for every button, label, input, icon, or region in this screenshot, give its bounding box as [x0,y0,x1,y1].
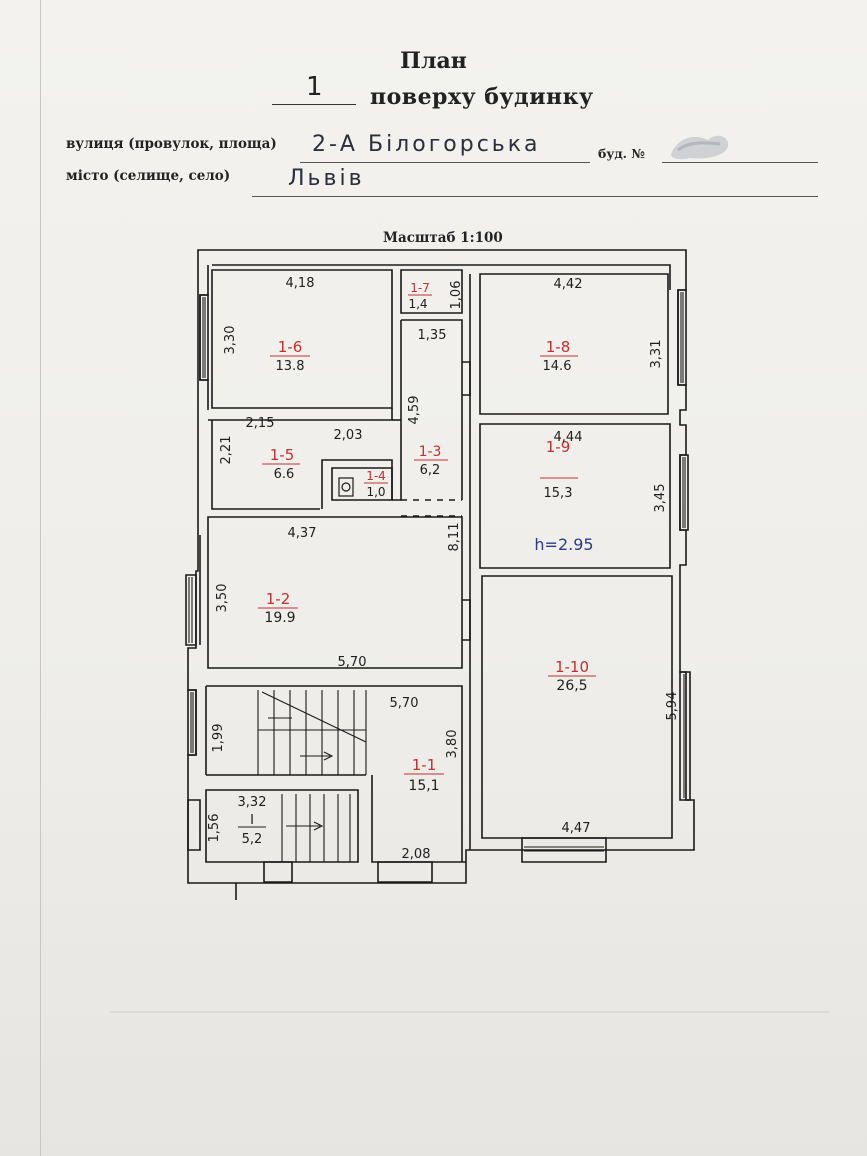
street-value: 2-А Білогорська [312,132,541,157]
redaction-mark [671,135,729,160]
dimension-labels: 4,18 3,30 1,06 1,35 4,42 3,31 4,59 2,15 … [207,276,680,862]
ceiling-height-note: h=2.95 [534,535,593,554]
floor-caption: поверху будинку [370,84,594,110]
floor-blank-line [272,104,356,105]
room-id-1-5: 1-5 [270,446,295,464]
room-id-1-4: 1-4 [366,469,386,483]
dim-label: 5,70 [338,655,367,670]
dim-label: 2,03 [334,428,363,443]
room-id-1-2: 1-2 [266,590,291,608]
dim-label: 1,35 [418,328,447,343]
scale-caption: Масштаб 1:100 [383,230,503,246]
room-area-I: 5,2 [242,832,263,847]
room-area-1-8: 14.6 [543,359,572,374]
dim-label: 4,37 [288,526,317,541]
room-area-1-3: 6,2 [420,463,441,478]
page-title: План [400,48,467,74]
binding-spine [40,0,41,1156]
room-id-1-3: 1-3 [419,444,442,460]
window-glazing [188,292,687,852]
room-id-1-7: 1-7 [410,281,430,295]
dim-label: 4,47 [562,821,591,836]
room-id-1-1: 1-1 [412,756,437,774]
dim-label: 4,59 [407,396,422,425]
room-area-1-1: 15,1 [408,778,439,794]
dim-label: 3,30 [223,326,238,355]
dim-label: 4,18 [286,276,315,291]
room-area-1-9: 15,3 [544,486,573,501]
dim-label: 3,50 [215,584,230,613]
room-area-1-2: 19.9 [264,610,295,626]
room-area-1-10: 26,5 [556,678,587,694]
room-area-1-5: 6.6 [274,467,295,482]
dim-label: 3,32 [238,795,267,810]
dim-label: 4,44 [554,430,583,445]
staircase [257,690,367,862]
room-area-1-4: 1,0 [366,485,385,499]
city-rule [252,196,818,197]
street-rule [300,162,590,163]
dim-label: 2,08 [402,847,431,862]
dim-label: 2,15 [246,416,275,431]
building-label: буд. № [598,146,645,161]
dim-label: 3,45 [653,484,668,513]
room-area-1-7: 1,4 [408,297,427,311]
room-id-1-10: 1-10 [555,658,589,676]
dim-label: 1,06 [449,281,464,310]
dim-label: 1,56 [207,814,222,843]
room-area-1-6: 13.8 [276,359,305,374]
dim-label: 4,42 [554,277,583,292]
dim-label: 2,21 [219,436,234,465]
building-rule [662,162,818,163]
room-id-I: I [250,813,254,828]
dim-label: 3,31 [649,340,664,369]
room-id-1-9: 1-9 [546,438,571,456]
plan-walls [185,249,695,900]
dim-label: 3,80 [445,730,460,759]
city-label: місто (селище, село) [66,168,231,184]
dim-label: 8,11 [447,523,462,552]
dim-label: 1,99 [211,724,226,753]
room-id-1-8: 1-8 [546,338,571,356]
city-value: Львів [288,166,365,191]
toilet-icon [338,477,354,497]
floor-number: 1 [306,72,323,102]
room-id-1-6: 1-6 [278,338,303,356]
dim-label: 5,94 [665,692,680,721]
street-label: вулиця (провулок, площа) [66,136,277,152]
room-labels: 1-6 13.8 1-7 1,4 1-8 14.6 1-5 6.6 1-4 1,… [238,281,596,847]
dim-label: 5,70 [390,696,419,711]
